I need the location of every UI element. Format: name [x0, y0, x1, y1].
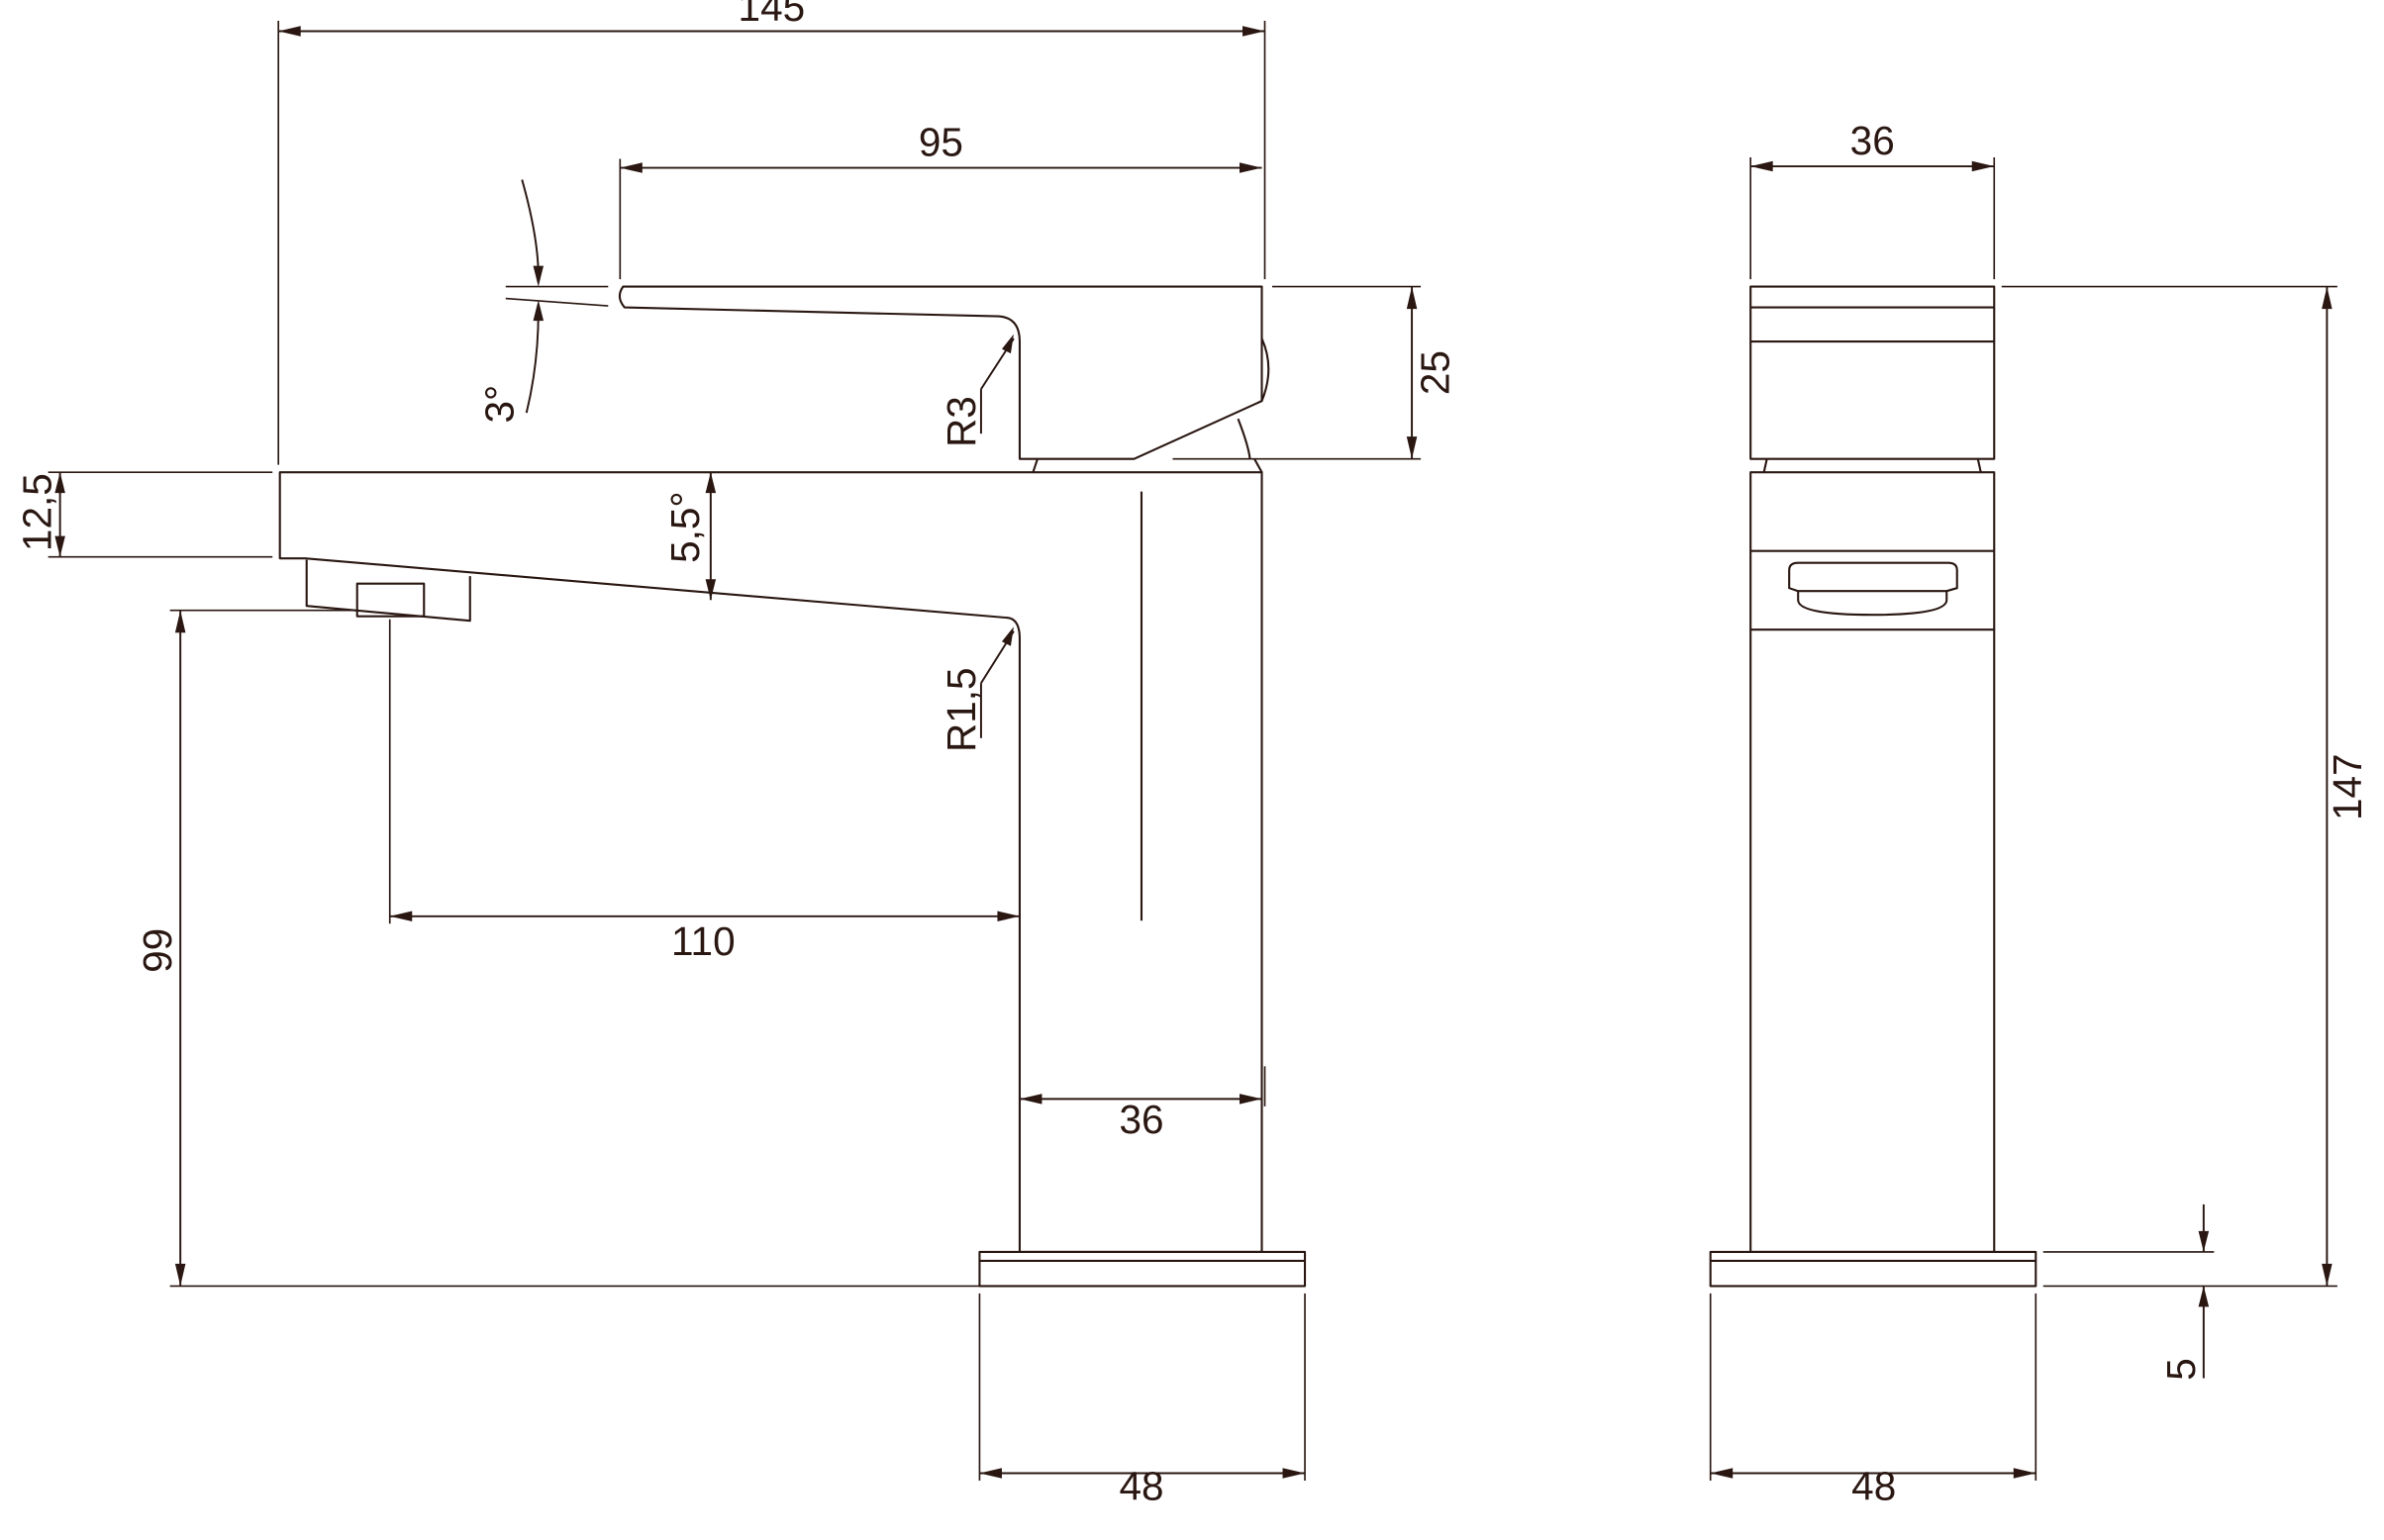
lever-cap-edge — [1260, 337, 1270, 402]
dim-label-12-5: 12,5 — [15, 473, 60, 551]
dim-label-147: 147 — [2325, 753, 2370, 820]
front-base — [1709, 1250, 2037, 1288]
front-view: 36 147 5 48 — [1709, 118, 2370, 1508]
dim-lever-length: 95 — [619, 120, 1262, 280]
side-view: 145 95 3° 25 — [15, 0, 1458, 1508]
dim-overall-height: 147 — [2001, 285, 2370, 1288]
dim-lever-radius: R3 — [939, 334, 1015, 447]
dim-base-width-side: 48 — [978, 1293, 1306, 1508]
lever-handle — [618, 285, 1263, 460]
dim-spout-projection: 110 — [388, 619, 1020, 964]
dim-overall-length: 145 — [277, 0, 1266, 465]
dim-label-110: 110 — [671, 918, 736, 964]
front-lever-gap-right — [1976, 458, 1982, 473]
dim-spout-angle: 5,5° — [662, 472, 717, 601]
dim-label-r1-5: R1,5 — [939, 667, 984, 752]
dim-spout-height: 99 — [135, 609, 980, 1288]
front-body — [1749, 471, 1996, 1253]
dim-label-48-side: 48 — [1119, 1463, 1163, 1508]
lever-gap-right — [1253, 458, 1263, 473]
dim-base-width-front: 48 — [1709, 1293, 2037, 1508]
dim-label-36-side: 36 — [1119, 1097, 1163, 1142]
dim-lever-angle: 3° — [476, 179, 609, 424]
lever-gap-left — [1032, 458, 1039, 473]
dim-body-width-front: 36 — [1749, 118, 1996, 280]
dim-label-99: 99 — [135, 928, 180, 973]
front-aerator — [1788, 561, 1958, 617]
dim-body-width-side: 36 — [1019, 1066, 1266, 1142]
dim-base-thickness: 5 — [2042, 1203, 2215, 1381]
dim-label-3deg: 3° — [476, 385, 522, 424]
side-view-outline — [278, 285, 1307, 1288]
dim-label-25: 25 — [1413, 350, 1458, 395]
dim-lever-height: 25 — [1172, 285, 1458, 460]
front-lever — [1749, 285, 1996, 460]
dim-label-36-front: 36 — [1850, 118, 1895, 163]
side-base — [978, 1250, 1307, 1288]
aerator — [305, 559, 471, 623]
dim-spout-radius: R1,5 — [939, 626, 1015, 752]
spout-body — [278, 471, 1263, 1253]
aerator-outlet — [355, 582, 426, 618]
dim-label-5: 5 — [2158, 1358, 2204, 1381]
dim-label-r3: R3 — [939, 396, 984, 447]
dim-label-48-front: 48 — [1851, 1463, 1896, 1508]
front-view-outline — [1709, 285, 2037, 1288]
dim-label-95: 95 — [919, 120, 963, 165]
front-lever-gap-left — [1762, 458, 1768, 473]
dim-label-145: 145 — [739, 0, 806, 30]
dim-spout-thickness: 12,5 — [15, 471, 273, 558]
lever-cap-curve — [1237, 418, 1251, 459]
dim-label-5-5deg: 5,5° — [662, 491, 708, 562]
